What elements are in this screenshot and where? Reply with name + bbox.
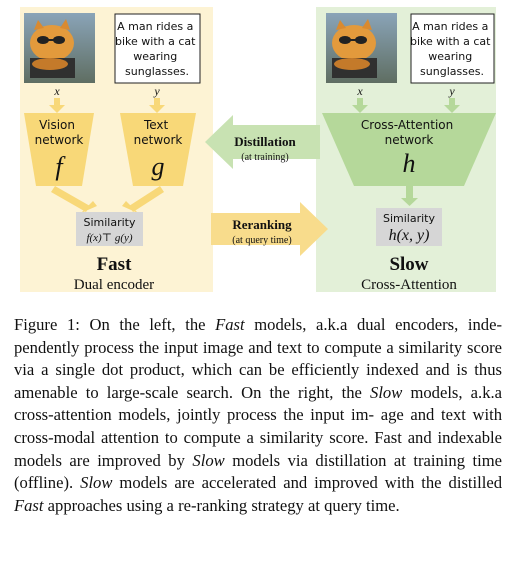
input-x-label-fast: x: [53, 84, 60, 98]
arrow-text-to-similarity: [122, 186, 164, 213]
caption-emphasis: Slow: [80, 473, 113, 493]
caption-text: strategy at query time.: [251, 495, 400, 515]
caption-emphasis: Fast: [215, 315, 245, 334]
cat-bike-image-fast: [24, 13, 95, 83]
arrow-x-to-vision: [49, 98, 65, 113]
similarity-formula-slow: h(x, y): [389, 227, 430, 244]
caption-line: bike with a cat: [410, 35, 491, 48]
caption-text: models, a.k.a cross-attention models, jo…: [14, 382, 503, 425]
cross-attention-network-block: [322, 113, 496, 186]
caption-text: pendently process the input image and te…: [14, 337, 463, 357]
caption-text: models via: [224, 450, 308, 470]
input-x-label-slow: x: [356, 84, 363, 98]
caption-text: models, a.k.a dual encoders, inde-: [244, 315, 502, 334]
arrow-x-to-cross-attention: [352, 98, 368, 113]
caption-emphasis: Slow: [192, 450, 225, 470]
caption-text: score via a single dot product, which ca…: [14, 337, 503, 380]
caption-line: A man rides a: [117, 20, 193, 33]
vision-network-block: [24, 113, 94, 186]
caption-text: distillation at training time (offline).: [14, 450, 502, 493]
text-caption-box-fast: [114, 13, 201, 84]
caption-line: A man rides a: [412, 20, 488, 33]
similarity-formula-fast: f(x)⊤ g(y): [86, 232, 132, 244]
text-network-label: Text network: [134, 118, 183, 147]
reranking-label: Reranking: [232, 217, 292, 232]
caption-emphasis: Slow: [370, 382, 403, 402]
text-caption-fast: A man rides a bike with a cat wearing su…: [115, 20, 199, 78]
cross-attention-network-label: Cross-Attention network: [361, 118, 457, 147]
figure-1-diagram: A man rides a bike with a cat wearing su…: [20, 7, 496, 293]
caption-text: age and text with cross-modal attention …: [14, 405, 502, 447]
cross-attention-network-symbol: h: [403, 149, 416, 178]
cat-bike-image-slow: [326, 13, 397, 83]
caption-text: models are accelerated: [112, 473, 277, 493]
distillation-sublabel: (at training): [241, 152, 288, 163]
text-caption-box-slow: [410, 13, 495, 84]
caption-text: and is thus amenable to large-scale sear…: [14, 360, 502, 402]
fast-subtitle: Dual encoder: [74, 277, 154, 293]
caption-text: Figure 1: On the left, the: [14, 315, 216, 334]
vision-network-label: Vision network: [35, 118, 84, 147]
similarity-label-fast: Similarity: [83, 216, 135, 229]
reranking-arrow: [211, 202, 328, 256]
input-y-label-fast: y: [153, 84, 160, 98]
similarity-box-slow: [376, 208, 442, 246]
similarity-label-slow: Similarity: [383, 212, 435, 225]
caption-text: and improved with the distilled: [283, 473, 503, 493]
slow-subtitle: Cross-Attention: [361, 277, 457, 293]
slow-title: Slow: [389, 254, 428, 275]
arrow-y-to-text: [149, 98, 165, 113]
fast-title: Fast: [97, 254, 133, 275]
text-network-symbol: g: [152, 152, 165, 181]
distillation-arrow: [205, 115, 320, 169]
distillation-label: Distillation: [234, 134, 296, 149]
similarity-box-fast: [76, 212, 143, 246]
arrow-cross-attention-to-similarity: [401, 186, 418, 206]
caption-emphasis: Fast: [14, 495, 44, 515]
caption-line: wearing: [133, 50, 177, 63]
caption-text: score. Fast and indexable models are imp…: [14, 427, 502, 470]
caption-text: approaches using a re-ranking: [43, 495, 248, 515]
caption-line: bike with a cat: [115, 35, 196, 48]
reranking-sublabel: (at query time): [232, 235, 291, 246]
text-network-block: [120, 113, 196, 186]
vision-network-symbol: f: [55, 152, 66, 181]
arrow-vision-to-similarity: [51, 186, 97, 213]
caption-line: sunglasses.: [420, 65, 484, 78]
arrow-y-to-cross-attention: [444, 98, 460, 113]
caption-line: wearing: [428, 50, 472, 63]
caption-line: sunglasses.: [125, 65, 189, 78]
figure-caption: Figure 1: On the left, the Fast models, …: [14, 314, 502, 517]
text-caption-slow: A man rides a bike with a cat wearing su…: [410, 20, 494, 78]
input-y-label-slow: y: [448, 84, 455, 98]
